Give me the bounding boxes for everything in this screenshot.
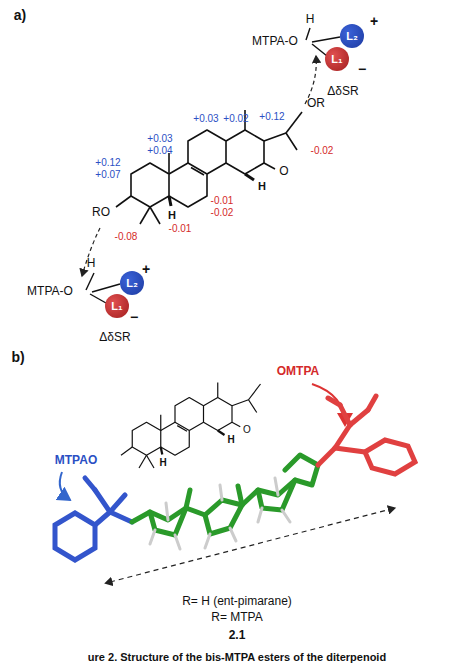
label: -0.01 xyxy=(211,195,234,206)
label: R= H (ent-pimarane) xyxy=(182,595,292,608)
label: OMTPA xyxy=(277,365,319,378)
label: +0.03 xyxy=(193,113,218,124)
label: +0.12 xyxy=(95,157,120,168)
sphere-label: L₂ xyxy=(346,30,358,42)
substituent-sphere: L₁ xyxy=(105,294,129,318)
label: +0.12 xyxy=(259,111,284,122)
label: H xyxy=(168,209,176,221)
label: O xyxy=(243,424,251,435)
label: +0.04 xyxy=(147,145,172,156)
sphere-label: L₁ xyxy=(331,53,342,65)
label: MTPA-O xyxy=(252,35,298,48)
substituent-sphere: L₂ xyxy=(120,271,144,295)
label: ΔδSR xyxy=(327,85,358,98)
label: -0.02 xyxy=(311,145,334,156)
sphere-label: L₁ xyxy=(111,300,122,312)
label: +0.02 xyxy=(223,113,248,124)
label: − xyxy=(358,62,366,77)
label: MTPAO xyxy=(55,454,97,467)
label: b) xyxy=(11,350,24,365)
label: -0.08 xyxy=(115,231,138,242)
sphere-label: L₂ xyxy=(126,277,138,289)
label: + xyxy=(370,14,378,29)
substituent-sphere: L₁ xyxy=(325,47,349,71)
label: H xyxy=(87,257,96,270)
label: MTPA-O xyxy=(27,285,73,298)
label: -0.02 xyxy=(211,207,234,218)
label: RO xyxy=(92,206,110,219)
label: +0.07 xyxy=(95,169,120,180)
label: H xyxy=(258,180,266,192)
label: + xyxy=(142,262,150,277)
label: ΔδSR xyxy=(99,331,130,344)
substituent-sphere: L₂ xyxy=(340,24,364,48)
label: -0.01 xyxy=(169,223,192,234)
label: a) xyxy=(14,8,26,23)
label: − xyxy=(130,310,138,325)
label: H xyxy=(227,434,234,445)
figure-caption: ure 2. Structure of the bis-MTPA esters … xyxy=(88,651,386,663)
label: +0.03 xyxy=(147,133,172,144)
label: 2.1 xyxy=(229,629,246,642)
label: O xyxy=(279,165,288,178)
label: H xyxy=(306,13,315,26)
label: R= MTPA xyxy=(211,611,262,624)
label: OR xyxy=(307,97,325,110)
label: H xyxy=(159,457,166,468)
